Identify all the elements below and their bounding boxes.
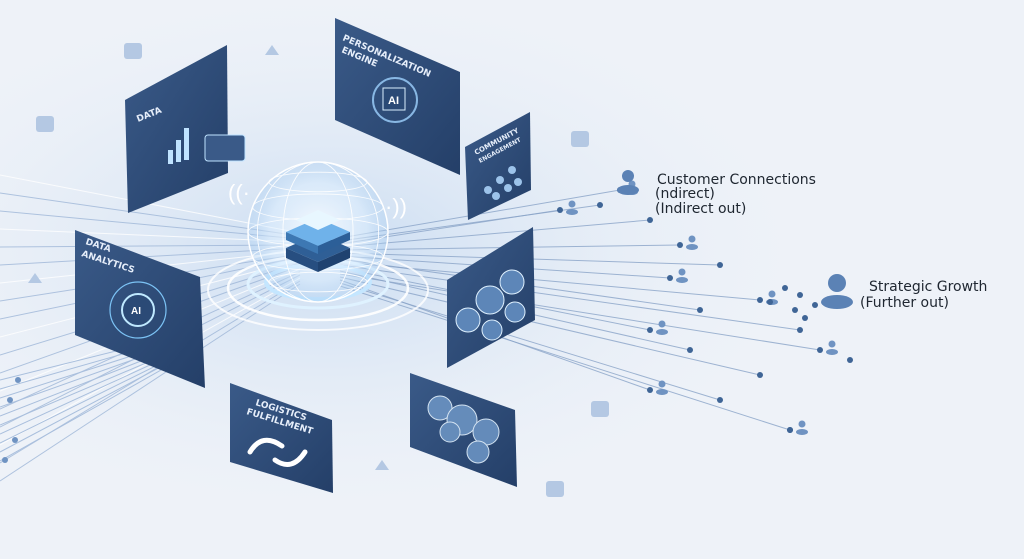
node-dot (647, 327, 653, 333)
panel-data: DATA (125, 45, 246, 213)
chat-bubble-icon (204, 134, 246, 162)
person-icon (688, 235, 696, 243)
node-dot (597, 202, 603, 208)
svg-text:Customer Connections: Customer Connections (657, 172, 816, 188)
node-dot (792, 307, 798, 313)
ai-chip-icon (382, 87, 406, 111)
person-icon (676, 277, 688, 283)
chat-bubbles-icon (427, 395, 500, 464)
node-dot (717, 262, 723, 268)
signal-waves-icon: ((· (228, 180, 250, 205)
person-icon (568, 200, 576, 208)
node-dot (757, 297, 763, 303)
node-dot (797, 292, 803, 298)
globe-hub: ((· ·)) (228, 161, 407, 303)
person-icon (678, 268, 686, 276)
arrow-up-icon (265, 45, 279, 55)
chat-bubbles-icon (455, 269, 526, 341)
node-dot (847, 357, 853, 363)
node-dot (717, 397, 723, 403)
arrow-up-icon (375, 460, 389, 470)
node-dot (647, 387, 653, 393)
person-icon (656, 329, 668, 335)
person-icon (828, 340, 836, 348)
node-dot (15, 377, 21, 383)
panel-data-analytics: DATA ANALYTICS AI (75, 230, 205, 388)
ai-circle-icon (121, 293, 155, 327)
people-icons (2, 43, 853, 497)
node-dot (667, 275, 673, 281)
cycle-arrows-icon (247, 437, 308, 467)
svg-text:AI: AI (388, 95, 399, 107)
node-dot (697, 307, 703, 313)
person-icon (658, 380, 666, 388)
bar-chart-icon (168, 128, 189, 164)
connection-line (339, 273, 821, 351)
connection-line (0, 283, 301, 482)
connection-line (339, 264, 801, 331)
node-dot (647, 217, 653, 223)
svg-text:(Further out): (Further out) (860, 295, 949, 311)
node-dot (687, 347, 693, 353)
panel-logistics-fulfillment: LOGISTICS FULFILLMENT (230, 383, 333, 493)
person-icon (768, 290, 776, 298)
connection-line (339, 282, 721, 401)
node-dot (782, 285, 788, 291)
panel-chat-upper (447, 227, 535, 368)
person-icon (686, 244, 698, 250)
connection-line (339, 276, 761, 376)
floating-icon (591, 401, 609, 417)
floating-icon (546, 481, 564, 497)
server-stack-icon (286, 210, 350, 272)
person-icon (656, 389, 668, 395)
node-dot (7, 397, 13, 403)
signal-waves-icon: ·)) (385, 194, 407, 219)
label-strategic-growth: Strategic Growth (Further out) (821, 274, 987, 311)
person-icon (658, 320, 666, 328)
node-dot (817, 347, 823, 353)
node-dot (787, 427, 793, 433)
svg-text:(ndirect): (ndirect) (655, 186, 715, 202)
node-dot (12, 437, 18, 443)
node-dot (757, 372, 763, 378)
person-icon (798, 420, 806, 428)
floating-icon (571, 131, 589, 147)
person-icon (796, 429, 808, 435)
svg-text:AI: AI (131, 306, 141, 317)
person-icon (826, 349, 838, 355)
floating-icon (124, 43, 142, 59)
panel-chat-lower (410, 373, 517, 487)
node-dot (797, 327, 803, 333)
label-customer-connections: Customer Connections (ndirect) (Indirect… (617, 170, 816, 217)
svg-text:Strategic Growth: Strategic Growth (869, 279, 987, 295)
arrow-up-icon (28, 273, 42, 283)
floating-icon (36, 116, 54, 132)
person-icon (566, 209, 578, 215)
connection-line (339, 219, 651, 248)
node-dot (812, 302, 818, 308)
svg-text:(Indirect out): (Indirect out) (655, 201, 746, 217)
node-dot (802, 315, 808, 321)
node-dot (677, 242, 683, 248)
node-dot (2, 457, 8, 463)
network-nodes-icon (484, 166, 522, 200)
node-dot (767, 299, 773, 305)
panel-personalization-engine: PERSONALIZATION ENGINE AI (335, 18, 460, 175)
node-dot (557, 207, 563, 213)
